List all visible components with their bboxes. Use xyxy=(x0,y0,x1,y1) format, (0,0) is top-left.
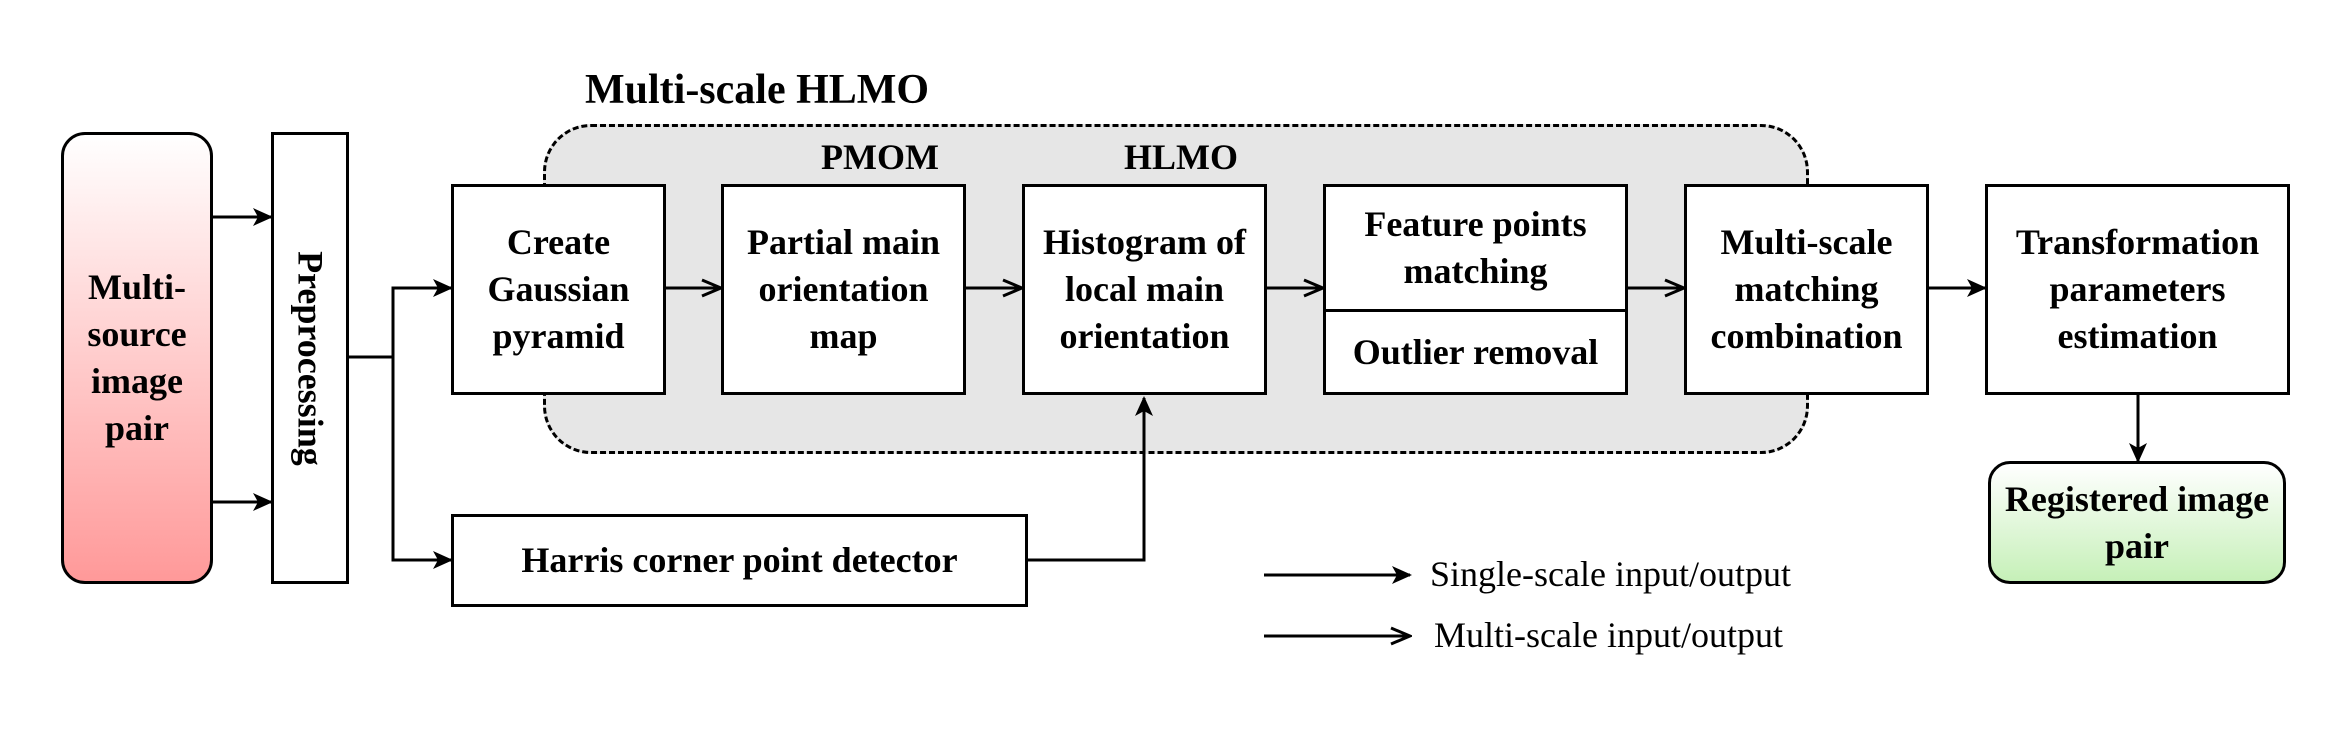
registered-image-pair-label: Registered image pair xyxy=(2004,478,2270,566)
feature-matching-label: Feature points matching xyxy=(1364,204,1587,291)
pmom-box: Partial main orientation map xyxy=(721,184,966,395)
registered-image-pair-box: Registered image pair xyxy=(1988,461,2286,584)
input-image-pair-label: Multi-source image pair xyxy=(87,267,187,448)
histogram-box: Histogram of local main orientation xyxy=(1022,184,1267,395)
legend-single-label: Single-scale input/output xyxy=(1430,554,1791,594)
preprocessing-label: Preprocessing xyxy=(290,250,331,466)
arrow-preprocessing-to-gaussian xyxy=(347,279,453,359)
matching-combination-label: Multi-scale matching combination xyxy=(1710,222,1903,356)
input-image-pair-box: Multi-source image pair xyxy=(61,132,213,584)
arrow-preprocessing-to-harris xyxy=(391,357,453,569)
transformation-estimation-box: Transformation parameters estimation xyxy=(1985,184,2290,395)
gaussian-pyramid-label: Create Gaussian pyramid xyxy=(487,222,630,356)
gaussian-pyramid-box: Create Gaussian pyramid xyxy=(451,184,666,395)
arrow-harris-to-histogram xyxy=(1026,396,1153,562)
harris-detector-box: Harris corner point detector xyxy=(451,514,1028,607)
matching-combination-box: Multi-scale matching combination xyxy=(1684,184,1929,395)
pmom-box-label: Partial main orientation map xyxy=(747,222,940,356)
histogram-label: Histogram of local main orientation xyxy=(1043,222,1246,356)
preprocessing-box: Preprocessing xyxy=(271,132,349,584)
outlier-removal-label: Outlier removal xyxy=(1352,331,1599,372)
transformation-estimation-label: Transformation parameters estimation xyxy=(2015,222,2260,356)
group-title: Multi-scale HLMO xyxy=(585,67,930,113)
hlmo-label: HLMO xyxy=(1124,137,1238,177)
harris-detector-label: Harris corner point detector xyxy=(521,540,958,581)
legend-multi-label: Multi-scale input/output xyxy=(1434,615,1783,655)
outlier-removal-box: Outlier removal xyxy=(1323,309,1628,395)
pmom-label: PMOM xyxy=(821,137,939,177)
feature-matching-box: Feature points matching xyxy=(1323,184,1628,312)
